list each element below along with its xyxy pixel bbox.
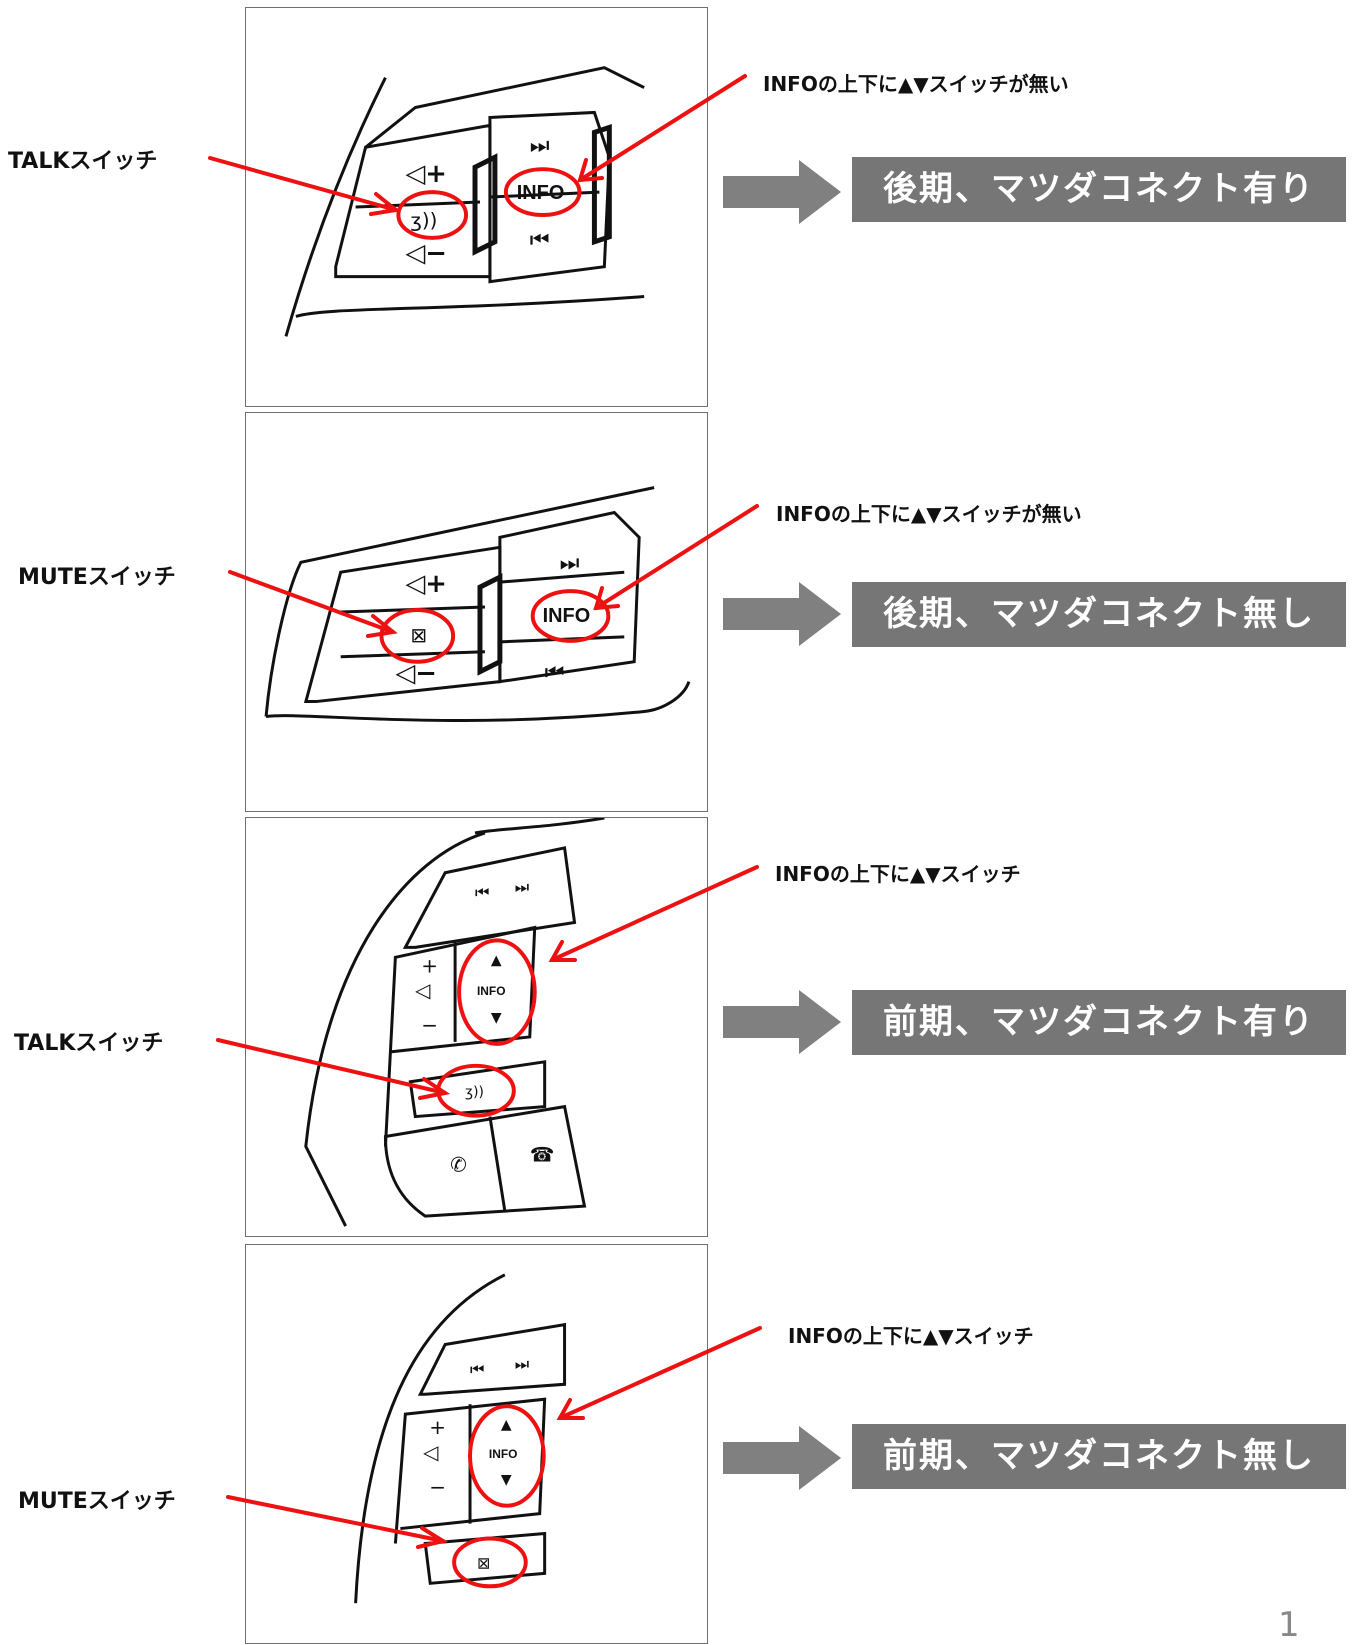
phone-pickup-icon: ✆ [450, 1153, 467, 1176]
phone-hangup-icon: ☎ [530, 1143, 555, 1166]
next-track-icon: ⏭ [560, 551, 580, 576]
talk-icon: ʒ)) [465, 1085, 484, 1101]
info-highlight-circle [468, 1404, 546, 1508]
info-highlight-circle [457, 938, 537, 1046]
talk-icon: ʒ)) [410, 209, 437, 232]
switch-label-4: MUTEスイッチ [18, 1489, 176, 1514]
result-box-1: 後期、マツダコネクト有り [852, 157, 1346, 222]
info-button: INFO [517, 182, 565, 204]
info-highlight-circle [530, 589, 611, 643]
steering-switch-diagram-2: ◁+ ◁− ⊠ ⏭ INFO ⏮ [245, 412, 708, 812]
info-note-1: INFOの上下に▲▼スイッチが無い [763, 72, 1069, 96]
steering-switch-illustration: ◁+ ◁− ⊠ ⏭ INFO ⏮ [264, 486, 691, 723]
volume-up-label: + [429, 1416, 446, 1439]
steering-switch-illustration: ⏮ ⏭ ◁ + − ▲ INFO ▼ ʒ)) ✆ ☎ [304, 818, 605, 1227]
down-arrow-icon: ▼ [501, 1472, 512, 1488]
volume-up-label: + [421, 954, 438, 977]
switch-label-1: TALKスイッチ [8, 149, 158, 174]
steering-switch-diagram-4: ⏮ ⏭ ◁ + − ▲ INFO ▼ ⊠ [245, 1244, 708, 1644]
volume-icon: ◁ [415, 979, 431, 1002]
volume-up-icon: ◁+ [405, 159, 447, 189]
result-box-2: 後期、マツダコネクト無し [852, 582, 1346, 647]
up-arrow-icon: ▲ [491, 952, 502, 968]
switch-label-2: MUTEスイッチ [18, 565, 176, 590]
steering-switch-illustration: ◁+ ◁− ʒ)) ⏭ INFO ⏮ [284, 66, 645, 337]
mute-icon: ⊠ [477, 1553, 490, 1572]
info-note-2: INFOの上下に▲▼スイッチが無い [776, 502, 1082, 526]
result-arrow-icon [723, 1426, 841, 1490]
info-highlight-circle [503, 167, 582, 217]
steering-switch-diagram-1: ◁+ ◁− ʒ)) ⏭ INFO ⏮ [245, 7, 708, 407]
page-number: 1 [1278, 1605, 1300, 1645]
info-button: INFO [543, 605, 591, 627]
result-arrow-icon [723, 582, 841, 646]
info-button: INFO [489, 1447, 518, 1461]
volume-up-icon: ◁+ [405, 569, 447, 599]
info-note-3: INFOの上下に▲▼スイッチ [775, 862, 1021, 886]
down-arrow-icon: ▼ [491, 1010, 502, 1026]
result-arrow-icon [723, 160, 841, 224]
info-button: INFO [477, 984, 506, 998]
steering-switch-diagram-3: ⏮ ⏭ ◁ + − ▲ INFO ▼ ʒ)) ✆ ☎ [245, 817, 708, 1237]
volume-down-label: − [421, 1014, 438, 1037]
mute-icon: ⊠ [410, 624, 427, 647]
volume-down-icon: ◁− [405, 239, 447, 269]
next-track-icon: ⏭ [515, 1354, 529, 1373]
next-track-icon: ⏭ [515, 878, 529, 897]
prev-track-icon: ⏮ [470, 1359, 484, 1378]
mute-highlight-circle [452, 1536, 528, 1589]
result-arrow-icon [723, 990, 841, 1054]
prev-track-icon: ⏮ [530, 228, 550, 253]
steering-switch-illustration: ⏮ ⏭ ◁ + − ▲ INFO ▼ ⊠ [354, 1273, 567, 1604]
result-box-3: 前期、マツダコネクト有り [852, 990, 1346, 1055]
volume-down-label: − [429, 1476, 446, 1499]
up-arrow-icon: ▲ [501, 1417, 512, 1433]
info-note-4: INFOの上下に▲▼スイッチ [788, 1324, 1034, 1348]
prev-track-icon: ⏮ [545, 661, 565, 686]
prev-track-icon: ⏮ [475, 883, 489, 902]
switch-label-3: TALKスイッチ [14, 1031, 164, 1056]
volume-icon: ◁ [423, 1441, 439, 1464]
next-track-icon: ⏭ [530, 133, 550, 158]
result-box-4: 前期、マツダコネクト無し [852, 1424, 1346, 1489]
